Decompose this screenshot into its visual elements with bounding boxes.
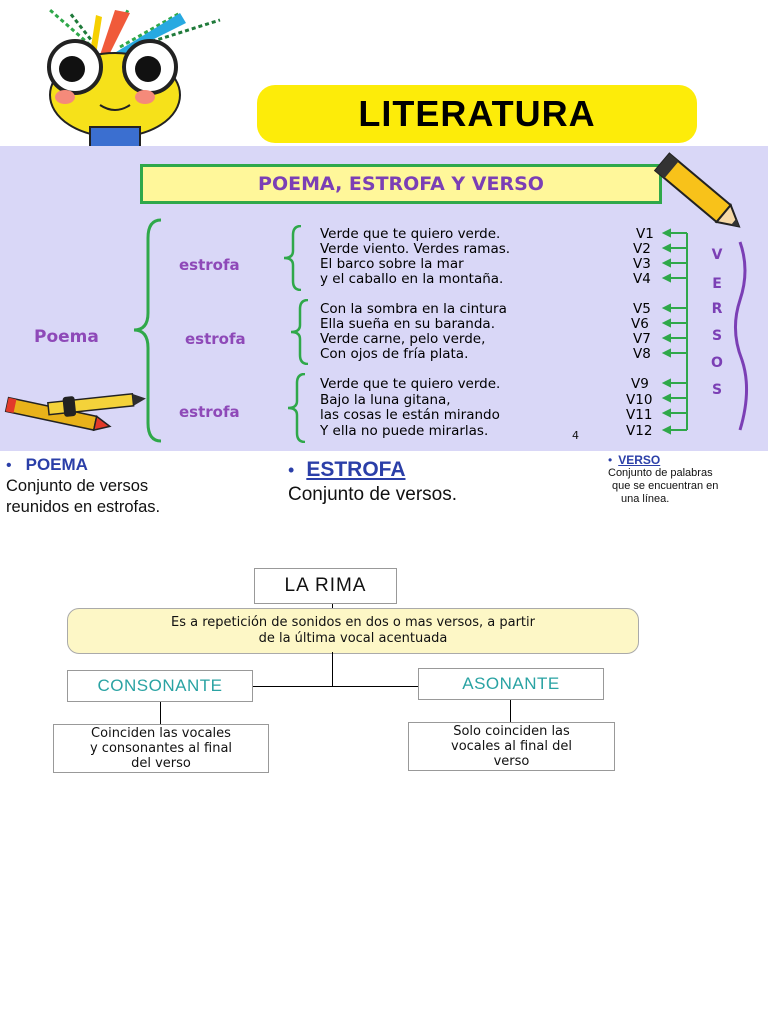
verse-number: V4 bbox=[633, 271, 651, 287]
verse-line: Con ojos de fría plata. bbox=[320, 346, 469, 362]
poema-brace bbox=[133, 218, 162, 443]
verse-number: V7 bbox=[633, 331, 651, 347]
verse-number: V9 bbox=[631, 376, 649, 392]
versos-letter: S bbox=[711, 328, 723, 344]
verse-number: V10 bbox=[626, 392, 653, 408]
asonante-definition: Solo coinciden las bbox=[453, 724, 570, 739]
verse-line: Con la sombra en la cintura bbox=[320, 301, 507, 317]
asonante-box: ASONANTE bbox=[418, 668, 604, 700]
diagram-title-box: POEMA, ESTROFA Y VERSO bbox=[140, 164, 662, 204]
cartoon-mascot-icon bbox=[47, 8, 221, 147]
verso-def-title: VERSO bbox=[618, 453, 661, 467]
poema-definition: • POEMA Conjunto de versos reunidos en e… bbox=[6, 455, 160, 518]
wavy-line bbox=[734, 241, 749, 431]
poema-label: Poema bbox=[34, 327, 99, 347]
pencil-icon bbox=[653, 152, 741, 228]
verse-line: Verde viento. Verdes ramas. bbox=[320, 241, 511, 257]
estrofa-def-text: Conjunto de versos. bbox=[288, 484, 457, 505]
asonante-definition: verso bbox=[493, 754, 530, 769]
consonante-definition-box: Coinciden las vocales y consonantes al f… bbox=[53, 724, 269, 773]
estrofa-brace-2 bbox=[290, 299, 309, 365]
versos-letter: R bbox=[711, 301, 723, 317]
connector-line bbox=[253, 686, 418, 687]
verso-def-text: una línea. bbox=[621, 493, 670, 505]
connector-line bbox=[332, 604, 333, 608]
asonante-label: ASONANTE bbox=[462, 674, 560, 693]
verse-line: Verde que te quiero verde. bbox=[320, 376, 501, 392]
consonante-definition: Coinciden las vocales bbox=[91, 726, 231, 741]
verso-definition: • VERSO Conjunto de palabras que se encu… bbox=[608, 453, 718, 506]
verse-number: V2 bbox=[633, 241, 651, 257]
verso-def-text: que se encuentran en bbox=[612, 480, 719, 492]
verse-number: V8 bbox=[633, 346, 651, 362]
estrofa-def-title: ESTROFA bbox=[306, 458, 406, 481]
verse-number: V6 bbox=[631, 316, 649, 332]
poema-def-title: POEMA bbox=[25, 455, 88, 474]
rima-title: LA RIMA bbox=[284, 575, 367, 596]
bullet: • bbox=[608, 453, 613, 467]
verse-number: V11 bbox=[626, 407, 653, 423]
estrofa-label-1: estrofa bbox=[179, 256, 240, 274]
poema-def-text: reunidos en estrofas. bbox=[6, 498, 161, 516]
verso-def-text: Conjunto de palabras bbox=[608, 467, 713, 479]
verse-number: V3 bbox=[633, 256, 651, 272]
verse-number: V12 bbox=[626, 423, 653, 439]
versos-letter: E bbox=[712, 276, 722, 292]
consonante-definition: y consonantes al final bbox=[89, 741, 233, 756]
verse-arrows bbox=[661, 228, 688, 435]
consonante-definition: del verso bbox=[131, 756, 191, 771]
asonante-definition: vocales al final del bbox=[451, 739, 572, 754]
verse-line: Y ella no puede mirarlas. bbox=[320, 423, 489, 439]
title-banner: LITERATURA bbox=[257, 85, 697, 143]
versos-letter: V bbox=[711, 247, 723, 263]
rima-definition-box: Es a repetición de sonidos en dos o mas … bbox=[67, 608, 639, 654]
poema-def-text: Conjunto de versos bbox=[6, 477, 149, 495]
verse-line: Bajo la luna gitana, bbox=[320, 392, 451, 408]
verse-number: V1 bbox=[636, 226, 654, 242]
connector-line bbox=[510, 700, 511, 722]
estrofa-brace-1 bbox=[283, 225, 302, 291]
diagram-title: POEMA, ESTROFA Y VERSO bbox=[258, 173, 544, 195]
verse-line: Verde carne, pelo verde, bbox=[320, 331, 486, 347]
estrofa-label-3: estrofa bbox=[179, 403, 240, 421]
versos-letter: S bbox=[711, 382, 723, 398]
rima-definition: de la última vocal acentuada bbox=[258, 631, 448, 646]
estrofa-definition: • ESTROFA Conjunto de versos. bbox=[288, 458, 457, 506]
connector-line bbox=[160, 702, 161, 724]
verse-line: Verde que te quiero verde. bbox=[320, 226, 501, 242]
rima-definition: Es a repetición de sonidos en dos o mas … bbox=[170, 615, 535, 630]
page-number: 4 bbox=[572, 429, 579, 442]
consonante-label: CONSONANTE bbox=[97, 676, 223, 695]
crayons-icon bbox=[4, 393, 146, 432]
page-title: LITERATURA bbox=[358, 93, 596, 134]
verse-number: V5 bbox=[633, 301, 651, 317]
estrofa-label-2: estrofa bbox=[185, 330, 246, 348]
verse-line: Ella sueña en su baranda. bbox=[320, 316, 495, 332]
asonante-definition-box: Solo coinciden las vocales al final del … bbox=[408, 722, 615, 771]
verse-line: y el caballo en la montaña. bbox=[320, 271, 504, 287]
consonante-box: CONSONANTE bbox=[67, 670, 253, 702]
connector-line bbox=[332, 652, 333, 686]
bullet: • bbox=[288, 460, 295, 480]
verse-line: las cosas le están mirando bbox=[320, 407, 500, 423]
bullet: • bbox=[6, 457, 12, 474]
estrofa-brace-3 bbox=[287, 373, 306, 443]
versos-letter: O bbox=[711, 355, 723, 371]
rima-title-box: LA RIMA bbox=[254, 568, 397, 604]
verse-line: El barco sobre la mar bbox=[320, 256, 464, 272]
